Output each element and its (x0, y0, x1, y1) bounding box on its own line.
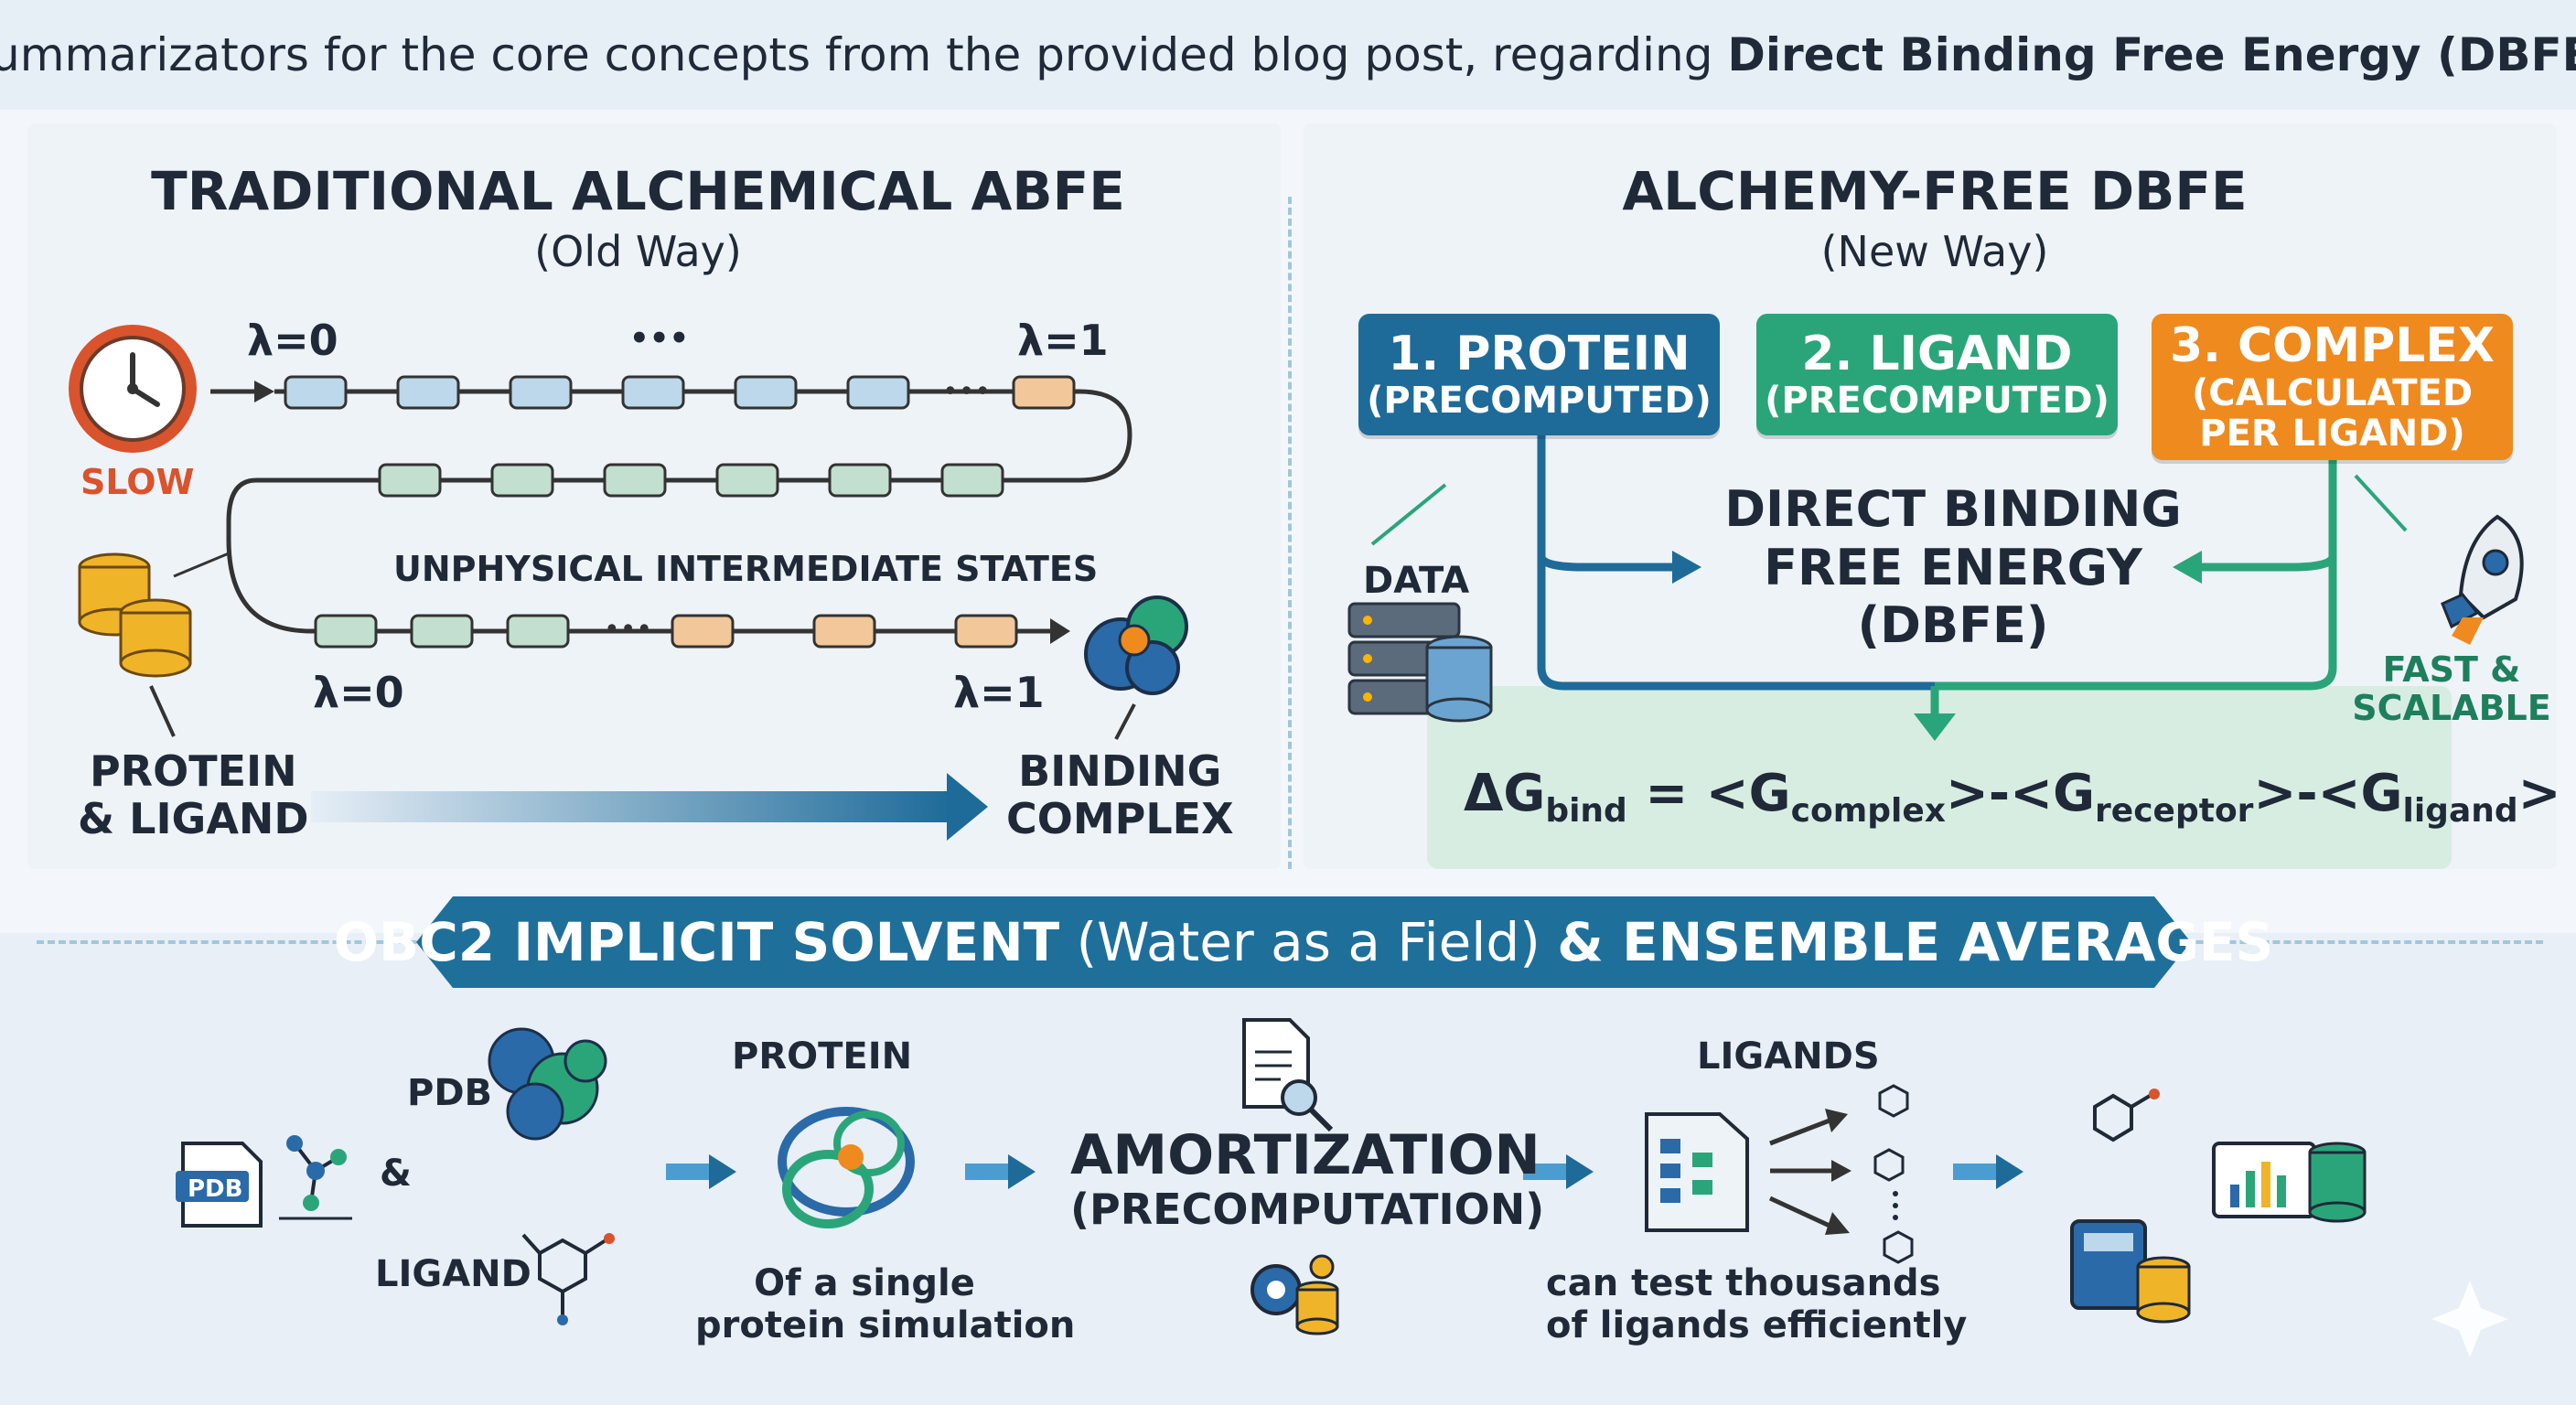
coins-icon (78, 552, 192, 678)
pdb-badge: PDB (188, 1175, 243, 1203)
protein-label: PROTEIN (732, 1035, 913, 1078)
fanout-arrows (1768, 1109, 1852, 1235)
molecule-icon (279, 1135, 352, 1220)
pathway-line (226, 389, 1132, 634)
solvent-banner: OBC2 IMPLICIT SOLVENT (Water as a Field)… (333, 911, 2274, 973)
lambda-end-top: λ=1 (1017, 316, 1109, 365)
vertical-divider (1288, 197, 1292, 869)
rocket-icon (2441, 514, 2524, 645)
protein-flow-line (1537, 430, 1935, 691)
database-server-icon (1347, 602, 1493, 723)
pdb-protein-structure-icon (488, 1027, 607, 1141)
binding-complex-icon (1084, 595, 1188, 695)
ligand-structure-icon (521, 1233, 615, 1325)
workflow-arrows (666, 1154, 2023, 1189)
gear-database-icon (1250, 1254, 1339, 1335)
top-lambda-states: ••• (284, 375, 1076, 410)
sparkle-icon (2431, 1281, 2508, 1357)
protein-precomputed-box: 1. PROTEIN (PRECOMPUTED) (1358, 314, 1720, 435)
chart-database-icon (2212, 1142, 2367, 1223)
ligand-molecules-icon (1873, 1084, 1914, 1264)
complex-flow-line (1935, 430, 2337, 691)
dbfe-center-label: DIRECT BINDING FREE ENERGY (DBFE) (1724, 480, 2182, 655)
right-title: ALCHEMY-FREE DBFE (1622, 160, 2248, 222)
protein-ligand-label: PROTEIN & LIGAND (78, 746, 309, 843)
dbfe-flow-diagram (1347, 430, 2524, 741)
dbfe-formula: ΔGbind = <Gcomplex>-<Greceptor>-<Gligand… (1464, 764, 2561, 831)
pdb-file-icon (176, 1142, 263, 1228)
clock-icon (69, 325, 197, 453)
pdb-label: PDB (407, 1072, 493, 1114)
ampersand-label: & (380, 1153, 412, 1195)
precomputation-label: (PRECOMPUTATION) (1070, 1185, 1545, 1234)
header-text: Summarizators for the core concepts from… (0, 28, 1728, 81)
lambda-start-bottom: λ=0 (313, 668, 404, 717)
binding-complex-label: BINDING COMPLEX (1006, 746, 1234, 843)
document-magnifier-icon (1242, 1018, 1334, 1132)
right-subtitle: (New Way) (1820, 227, 2049, 276)
svg-text:•••: ••• (942, 376, 991, 408)
protein-ribbon-icon (778, 1107, 915, 1228)
workflow-document-icon (1645, 1112, 1749, 1232)
page-header: Summarizators for the core concepts from… (0, 0, 2576, 110)
calculator-coins-icon (2070, 1219, 2191, 1324)
banner-shape (416, 896, 2191, 988)
workflow-diagram (176, 1018, 2508, 1357)
complex-calculated-box: 3. COMPLEX (CALCULATED PER LIGAND) (2152, 314, 2513, 460)
single-simulation-label: Of a single protein simulation (695, 1262, 1076, 1346)
result-molecule-icon (2093, 1089, 2160, 1142)
svg-text:•••: ••• (604, 614, 652, 646)
ligands-label: LIGANDS (1697, 1035, 1880, 1078)
progress-arrow (311, 791, 951, 822)
bottom-panel (0, 933, 2576, 1405)
left-title: TRADITIONAL ALCHEMICAL ABFE (151, 160, 1125, 222)
lambda-dots-top: ••• (629, 320, 690, 357)
left-subtitle: (Old Way) (534, 227, 742, 276)
data-label: DATA (1363, 560, 1470, 602)
bottom-lambda-states: ••• (314, 614, 1018, 649)
alchemical-pathway-diagram: ••• ••• (69, 325, 1188, 841)
lambda-end-bottom: λ=1 (953, 668, 1045, 717)
middle-lambda-states (378, 463, 1004, 498)
thousands-ligands-label: can test thousands of ligands efficientl… (1546, 1262, 1968, 1346)
ligand-precomputed-box: 2. LIGAND (PRECOMPUTED) (1756, 314, 2118, 435)
lambda-start-top: λ=0 (247, 316, 338, 365)
header-bold-text: Direct Binding Free Energy (DBFE) (1727, 28, 2576, 81)
ligand-label: LIGAND (375, 1253, 531, 1295)
amortization-label: AMORTIZATION (1070, 1123, 1540, 1187)
slow-label: SLOW (80, 462, 195, 502)
fast-scalable-label: FAST & SCALABLE (2352, 649, 2551, 728)
unphysical-states-label: UNPHYSICAL INTERMEDIATE STATES (393, 549, 1099, 589)
